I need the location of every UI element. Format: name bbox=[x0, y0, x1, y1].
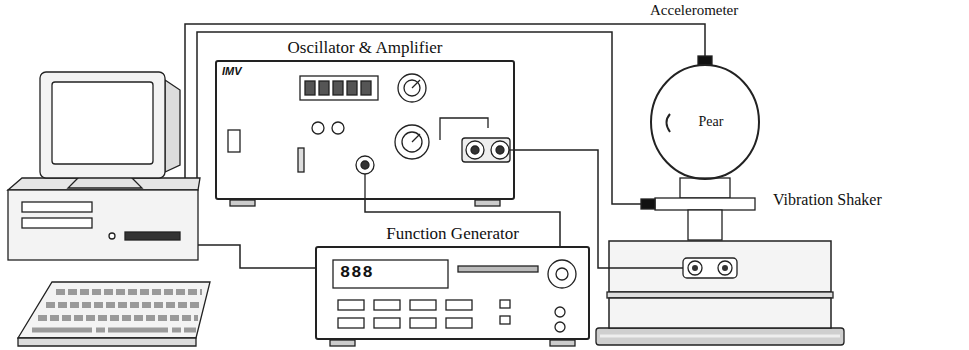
pear-sample: Pear bbox=[650, 64, 760, 180]
connector bbox=[718, 261, 732, 275]
connector-plate bbox=[683, 258, 737, 278]
sample-label: Pear bbox=[650, 64, 760, 180]
connector bbox=[688, 261, 702, 275]
brand-mark: IMV bbox=[222, 65, 242, 77]
device-heading: Function Generator bbox=[386, 224, 519, 244]
shaker-body bbox=[605, 240, 835, 328]
signal-cable bbox=[515, 150, 605, 268]
device-heading: Vibration Shaker bbox=[773, 190, 882, 209]
part-label: Accelerometer bbox=[650, 2, 738, 19]
computer-drawing bbox=[8, 72, 210, 346]
pear-outline bbox=[651, 65, 759, 179]
shaker-lower bbox=[609, 298, 831, 328]
connector-pin bbox=[722, 265, 728, 271]
sample-mount bbox=[641, 56, 755, 240]
pear-stem bbox=[667, 114, 671, 132]
shaker-seam bbox=[607, 292, 833, 298]
amplifier-unit: Oscillator & AmplifierIMV bbox=[215, 60, 515, 200]
input-cable bbox=[605, 267, 688, 269]
vibration-shaker: Vibration Shaker bbox=[605, 240, 835, 328]
shaker-base bbox=[596, 328, 844, 345]
display-digits: 888 bbox=[340, 263, 374, 283]
generator-panel bbox=[330, 260, 576, 346]
amplifier-panel bbox=[228, 74, 515, 206]
function-generator: Function Generator bbox=[315, 246, 590, 340]
shaker-upper bbox=[609, 241, 831, 292]
device-heading: Oscillator & Amplifier bbox=[288, 38, 443, 58]
connector-pin bbox=[692, 265, 698, 271]
computer-cables bbox=[185, 24, 705, 268]
signal-cable bbox=[365, 200, 560, 246]
